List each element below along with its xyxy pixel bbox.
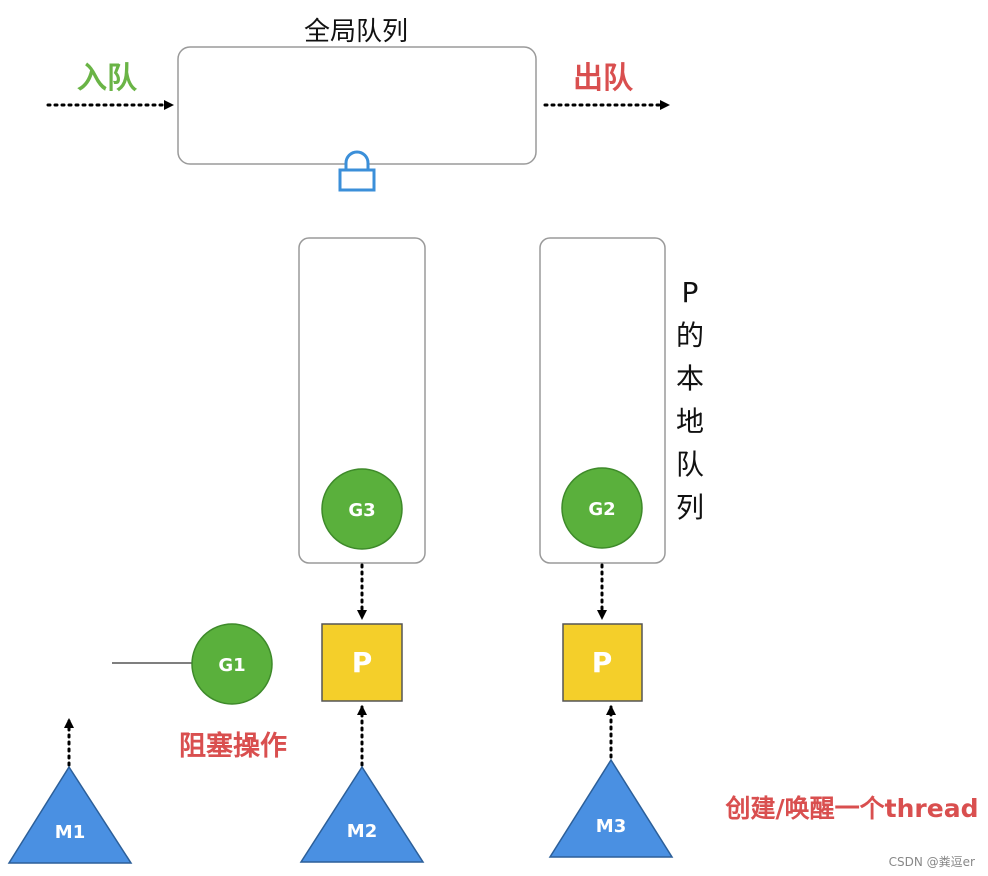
machine-m3-label: M3 [596,816,626,837]
local-queue-label: P 的 本 地 队 列 [676,276,704,524]
processor-left [321,623,403,702]
local-queue-label-char: 地 [676,405,704,438]
goroutine-g1-label: G1 [218,655,245,676]
blocking-label: 阻塞操作 [179,730,287,762]
machine-m1-label: M1 [55,822,85,843]
goroutine-g2-label: G2 [588,499,615,520]
machine-m2-label: M2 [347,821,377,842]
processor-right-label: P [592,646,613,679]
goroutine-g3-label: G3 [348,500,375,521]
global-queue-title: 全局队列 [304,17,408,47]
local-queue-label-char: 本 [676,362,704,395]
goroutine-g3 [321,468,403,550]
create-wake-label: 创建/唤醒一个thread [725,794,979,823]
dequeue-label: 出队 [573,61,634,96]
goroutine-g2 [561,467,643,549]
global-queue-box [177,46,537,165]
local-queue-label-char: 列 [676,491,704,524]
local-queue-label-char: 队 [676,448,704,481]
local-queue-label-char: 的 [676,319,704,352]
processor-right [562,623,643,702]
processor-left-label: P [352,646,373,679]
enqueue-label: 入队 [77,61,138,96]
goroutine-g1 [191,623,273,705]
machine-m1 [7,765,133,864]
machine-m2 [299,765,425,863]
machine-m3 [548,758,674,858]
local-queue-left [298,237,426,564]
lock-icon [338,150,376,192]
local-queue-label-char: P [682,276,699,309]
watermark: CSDN @粪逗er [889,855,975,869]
